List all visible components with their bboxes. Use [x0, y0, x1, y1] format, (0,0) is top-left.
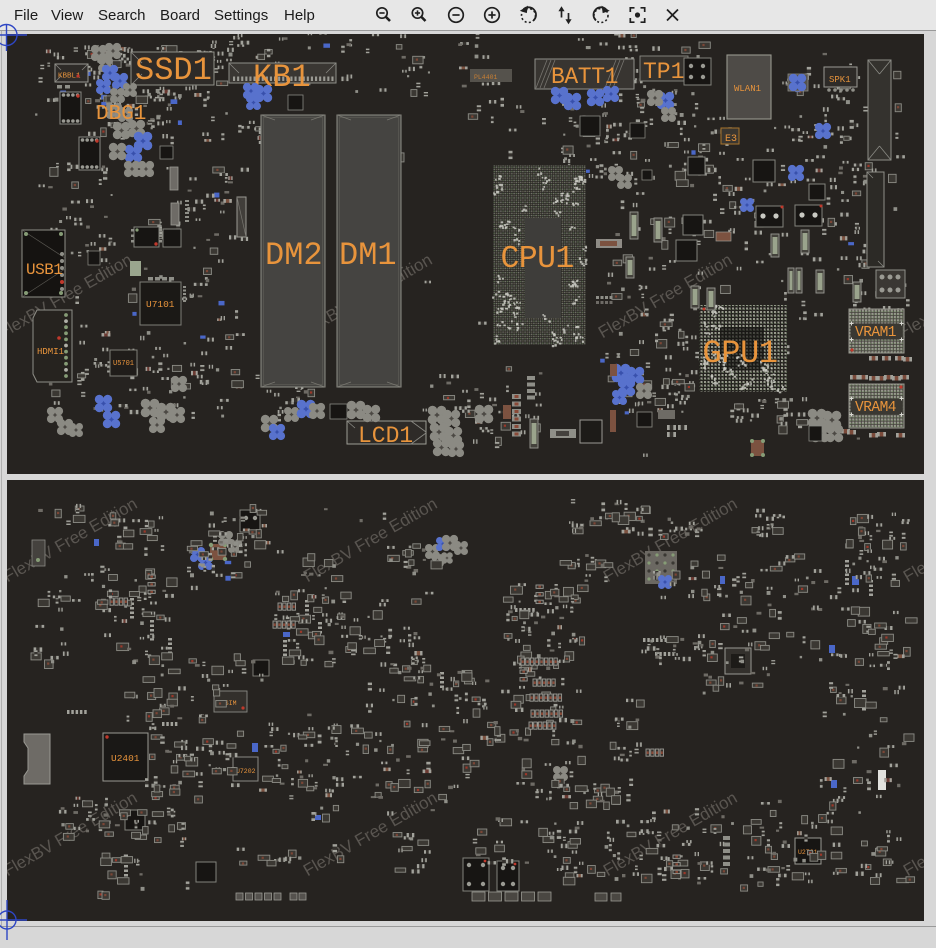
svg-text:U2401: U2401	[111, 753, 140, 764]
svg-text:PL4401: PL4401	[474, 74, 498, 81]
svg-text:TP1: TP1	[643, 59, 684, 85]
svg-text:USB1: USB1	[26, 261, 62, 279]
svg-text:E3: E3	[725, 134, 737, 145]
svg-text:LCD1: LCD1	[358, 423, 413, 449]
svg-text:U7202: U7202	[236, 768, 256, 775]
svg-text:HDMI1: HDMI1	[37, 347, 64, 357]
svg-text:VRAM1: VRAM1	[855, 325, 896, 341]
svg-text:DM2: DM2	[265, 237, 323, 274]
svg-text:WLAN1: WLAN1	[734, 84, 761, 94]
svg-text:U5701: U5701	[113, 360, 134, 368]
svg-text:SPK1: SPK1	[829, 75, 851, 85]
svg-text:VRAM4: VRAM4	[855, 400, 896, 416]
svg-text:CPU1: CPU1	[501, 242, 574, 277]
svg-text:U7101: U7101	[146, 299, 175, 310]
svg-text:SSD1: SSD1	[135, 52, 212, 89]
svg-text:DM1: DM1	[339, 237, 397, 274]
svg-text:GPU1: GPU1	[703, 335, 778, 372]
